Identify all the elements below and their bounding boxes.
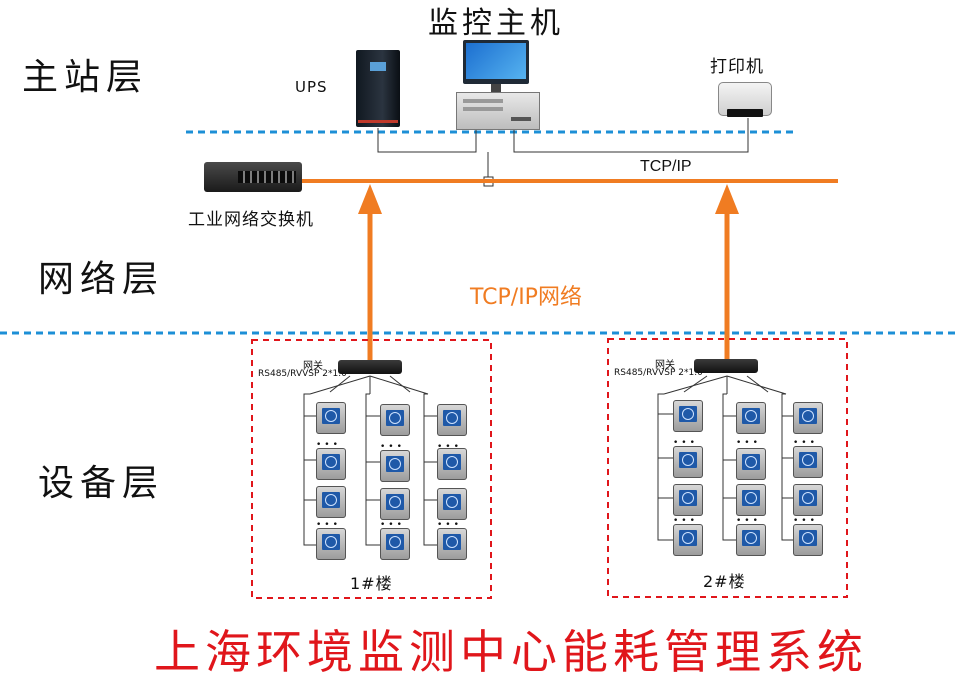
power-meter-icon <box>793 402 823 434</box>
power-meter-icon <box>793 446 823 478</box>
continuation-dots: ••• <box>380 442 405 452</box>
power-meter-icon <box>673 400 703 432</box>
continuation-dots: ••• <box>793 438 818 448</box>
ups-label: UPS <box>295 78 328 96</box>
continuation-dots: ••• <box>316 520 341 530</box>
power-meter-icon <box>437 448 467 480</box>
power-meter-icon <box>380 404 410 436</box>
building1-name: 1#楼 <box>350 574 393 593</box>
power-meter-icon <box>673 484 703 516</box>
power-meter-icon <box>736 524 766 556</box>
continuation-dots: ••• <box>437 520 462 530</box>
building2-bus-wiring <box>657 375 793 541</box>
power-meter-icon <box>736 448 766 480</box>
arrow-building1-head <box>358 184 382 214</box>
power-meter-icon <box>437 488 467 520</box>
tcpip-network-label: TCP/IP网络 <box>470 285 582 310</box>
building1-bus-label: RS485/RVVSP 2*1.0 <box>258 369 347 379</box>
power-meter-icon <box>793 524 823 556</box>
power-meter-icon <box>736 484 766 516</box>
printer-icon <box>718 82 772 117</box>
building2-box <box>607 338 848 598</box>
ups-icon <box>356 50 400 127</box>
power-meter-icon <box>380 488 410 520</box>
ups-host-link <box>377 128 477 153</box>
tcpip-label: TCP/IP <box>640 158 692 175</box>
host-computer-icon <box>456 92 540 130</box>
building2-gateway-label: 网关 <box>655 360 675 371</box>
power-meter-icon <box>793 484 823 516</box>
host-printer-link <box>513 118 749 153</box>
building1-gateway-label: 网关 <box>303 361 323 372</box>
continuation-dots: ••• <box>793 516 818 526</box>
building1-gateway-icon <box>338 360 402 374</box>
building2-bus-label: RS485/RVVSP 2*1.0 <box>614 368 703 378</box>
power-meter-icon <box>673 446 703 478</box>
system-title: 上海环境监测中心能耗管理系统 <box>154 625 868 679</box>
power-meter-icon <box>437 528 467 560</box>
monitor-icon <box>463 40 529 92</box>
arrow-building2-head <box>715 184 739 214</box>
power-meter-icon <box>380 450 410 482</box>
power-meter-icon <box>316 448 346 480</box>
power-meter-icon <box>380 528 410 560</box>
continuation-dots: ••• <box>437 442 462 452</box>
building2-name: 2#楼 <box>703 572 746 591</box>
diagram-title: 监控主机 <box>428 6 564 41</box>
power-meter-icon <box>316 402 346 434</box>
switch-icon <box>204 162 302 192</box>
continuation-dots: ••• <box>380 520 405 530</box>
building1-bus-wiring <box>303 375 437 546</box>
switch-label: 工业网络交换机 <box>188 210 314 230</box>
printer-label: 打印机 <box>710 57 764 77</box>
continuation-dots: ••• <box>673 516 698 526</box>
power-meter-icon <box>736 402 766 434</box>
power-meter-icon <box>437 404 467 436</box>
building2-gateway-icon <box>694 359 758 373</box>
continuation-dots: ••• <box>736 438 761 448</box>
power-meter-icon <box>316 486 346 518</box>
device-layer-label: 设备层 <box>38 463 165 504</box>
continuation-dots: ••• <box>316 440 341 450</box>
continuation-dots: ••• <box>673 438 698 448</box>
continuation-dots: ••• <box>736 516 761 526</box>
master-layer-label: 主站层 <box>22 57 149 98</box>
network-layer-label: 网络层 <box>38 259 165 300</box>
power-meter-icon <box>316 528 346 560</box>
power-meter-icon <box>673 524 703 556</box>
building1-box <box>251 339 492 599</box>
